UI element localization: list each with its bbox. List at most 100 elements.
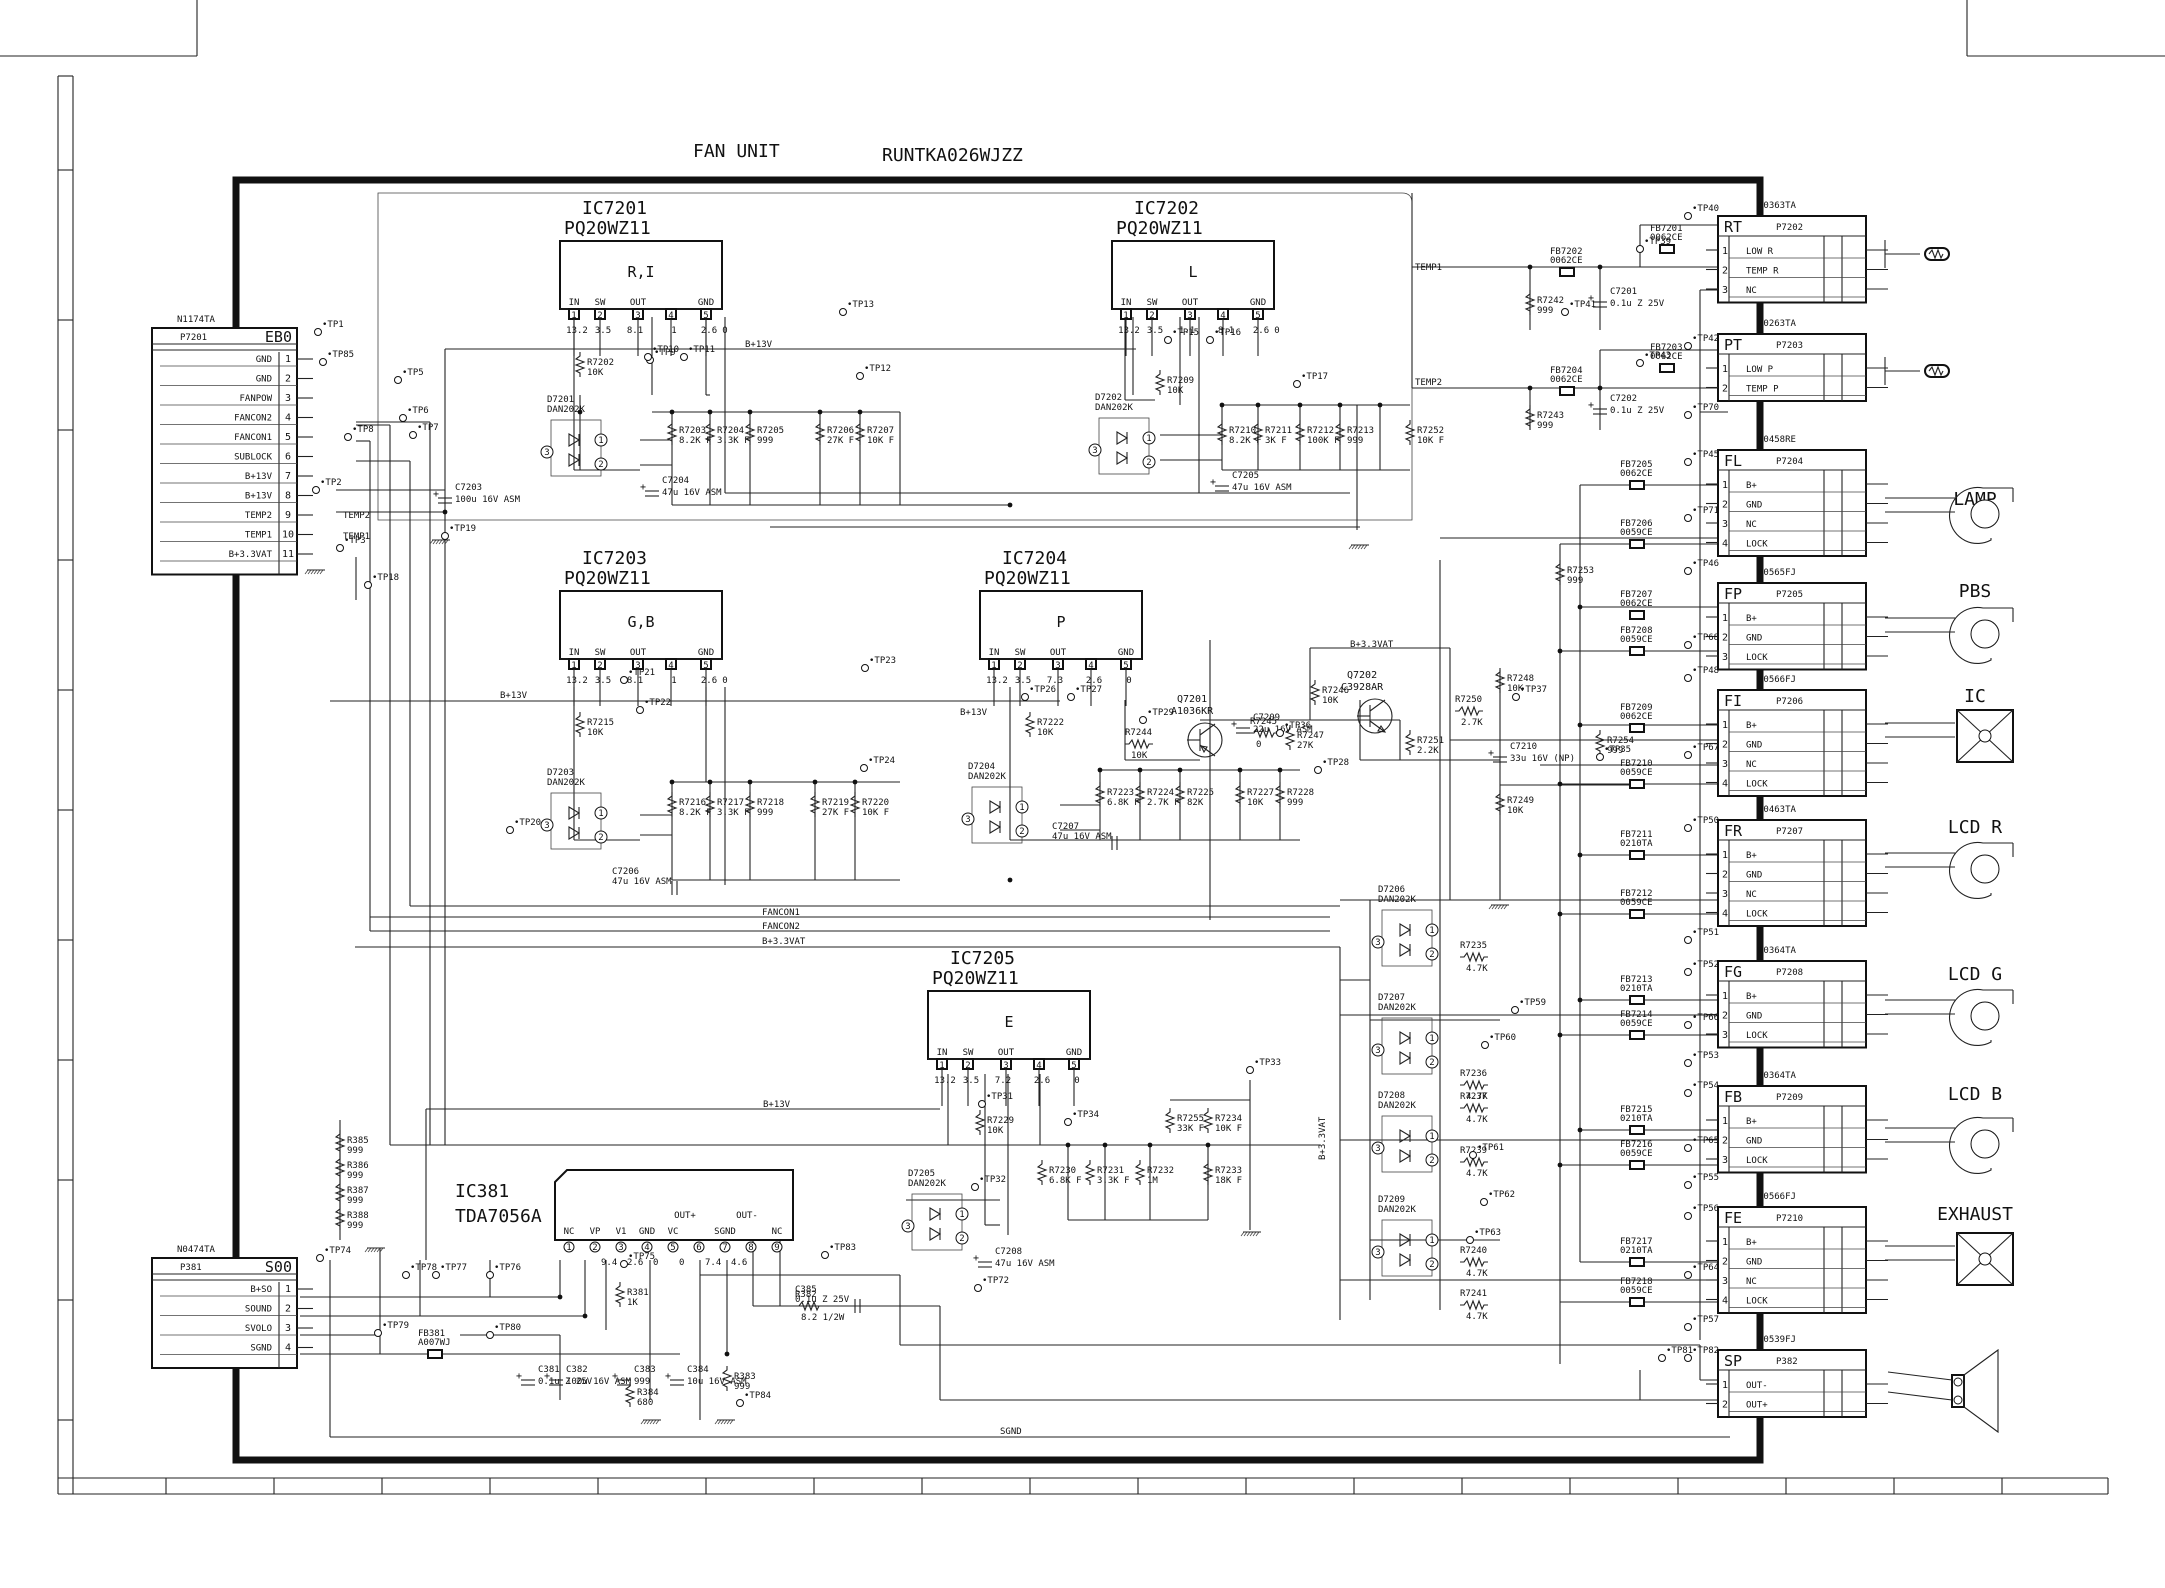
ground-icon	[1488, 904, 1509, 910]
test-point-tp70: •TP70	[1684, 403, 1719, 419]
test-point-tp57: •TP57	[1684, 1315, 1719, 1331]
resistor-ref: R7244	[1125, 728, 1152, 738]
ferrite-ref: FB7206	[1620, 519, 1653, 529]
resistor-symbol	[1274, 782, 1286, 807]
test-point-tp36: •TP36	[1276, 721, 1311, 737]
test-point-marker	[644, 353, 652, 361]
test-point-tp40: •TP40	[1684, 204, 1719, 220]
resistor-value: 18K F	[1215, 1176, 1242, 1186]
ground-hatch	[714, 1419, 719, 1425]
test-point-label: •TP45	[1692, 450, 1719, 460]
resistor-value: 10K	[1322, 696, 1339, 706]
diode-pin-number: 2	[598, 460, 603, 470]
thermistor-icon	[1884, 357, 1950, 385]
resistor-symbol	[854, 420, 866, 445]
test-point-label: •TP16	[1214, 328, 1241, 338]
fan-fp: PBS	[1885, 581, 2014, 664]
test-point-marker	[1067, 693, 1075, 701]
junction-dot	[747, 779, 753, 785]
resistor-value: 999	[347, 1196, 363, 1206]
ferrite-part: 0059CE	[1620, 1286, 1653, 1296]
pin-label: B+13V	[245, 472, 273, 482]
connector-id: FR	[1724, 822, 1743, 840]
resistor-ref: R7236	[1460, 1069, 1487, 1079]
test-point-tp84: •TP84	[736, 1391, 771, 1407]
pin-label: FANCON2	[234, 414, 272, 424]
ferrite-ref: FB7218	[1620, 1277, 1653, 1287]
resistor-ref: R7249	[1507, 796, 1534, 806]
audio-pin-voltage: 9.4	[601, 1258, 617, 1268]
transistor-emitter	[1369, 720, 1386, 733]
ground-hatch	[1354, 544, 1359, 550]
test-point-marker	[1511, 1006, 1519, 1014]
test-point-label: •TP23	[869, 656, 896, 666]
audio-pin	[719, 1241, 731, 1253]
resistor-symbol	[1460, 1079, 1488, 1091]
ferrite-ref: FB7215	[1620, 1105, 1653, 1115]
test-point-tp5: •TP5	[394, 368, 424, 384]
diode-pin	[1425, 947, 1439, 961]
test-point-label: •TP28	[1322, 758, 1349, 768]
ic-pin-number: 4	[668, 661, 673, 671]
pin-label: GND	[1746, 1258, 1762, 1268]
test-point-tp66: •TP66	[1684, 1013, 1719, 1029]
resistor-ref: R7233	[1215, 1166, 1242, 1176]
pin-voltage: 3.5	[963, 1076, 979, 1086]
connector-part: P7204	[1776, 457, 1803, 467]
diode-symbol	[1399, 923, 1412, 937]
audio-pin-number: 8	[748, 1243, 753, 1253]
resistor-symbol	[1309, 680, 1321, 705]
test-point-tp64: •TP64	[1684, 1263, 1719, 1279]
test-point-marker	[432, 1271, 440, 1279]
test-point-marker	[1469, 1151, 1477, 1159]
capacitor-ref: C7208	[995, 1247, 1022, 1257]
net-label: TEMP1	[343, 532, 370, 542]
ic-part: PQ20WZ11	[564, 218, 651, 239]
diode-symbol	[1399, 1051, 1412, 1065]
test-point-tp41: •TP41	[1561, 300, 1596, 316]
pin-number: 9	[285, 510, 291, 521]
diode-package	[550, 419, 602, 477]
ground-hatch	[364, 1247, 369, 1253]
ic-pin-number: 4	[1036, 1061, 1041, 1071]
junction-dot	[442, 509, 448, 515]
diode-pin-number: 2	[1429, 1058, 1434, 1068]
audio-pin-voltage: 7.4	[705, 1258, 721, 1268]
ground-hatch	[435, 539, 440, 545]
diode-symbol	[568, 826, 581, 840]
ground-hatch	[379, 1247, 384, 1253]
diode-pin	[1371, 1141, 1385, 1155]
resistor-ref: R7234	[1215, 1114, 1242, 1124]
test-point-marker	[374, 1329, 382, 1337]
audio-pin-number: 2	[592, 1243, 597, 1253]
pin-number: 2	[1722, 266, 1728, 277]
diode-package	[550, 792, 602, 850]
diode-part: DAN202K	[968, 772, 1007, 782]
diode-ref: D7206	[1378, 885, 1405, 895]
pin-number: 1	[1722, 480, 1728, 491]
test-point-label: •TP24	[868, 756, 895, 766]
diode-symbol	[1399, 943, 1412, 957]
junction-dot	[577, 409, 583, 415]
ferrite-body	[1559, 267, 1575, 277]
capacitor-value: 47u 16V ASM	[612, 877, 672, 887]
test-point-marker	[1684, 1323, 1692, 1331]
pin-label: NC	[1746, 520, 1757, 530]
resistor-symbol	[1455, 705, 1483, 717]
test-point-label: •TP17	[1301, 372, 1328, 382]
test-point-label: •TP11	[688, 345, 715, 355]
ic-pin-label: OUT	[998, 1048, 1015, 1058]
net-label: TEMP2	[1415, 378, 1442, 388]
